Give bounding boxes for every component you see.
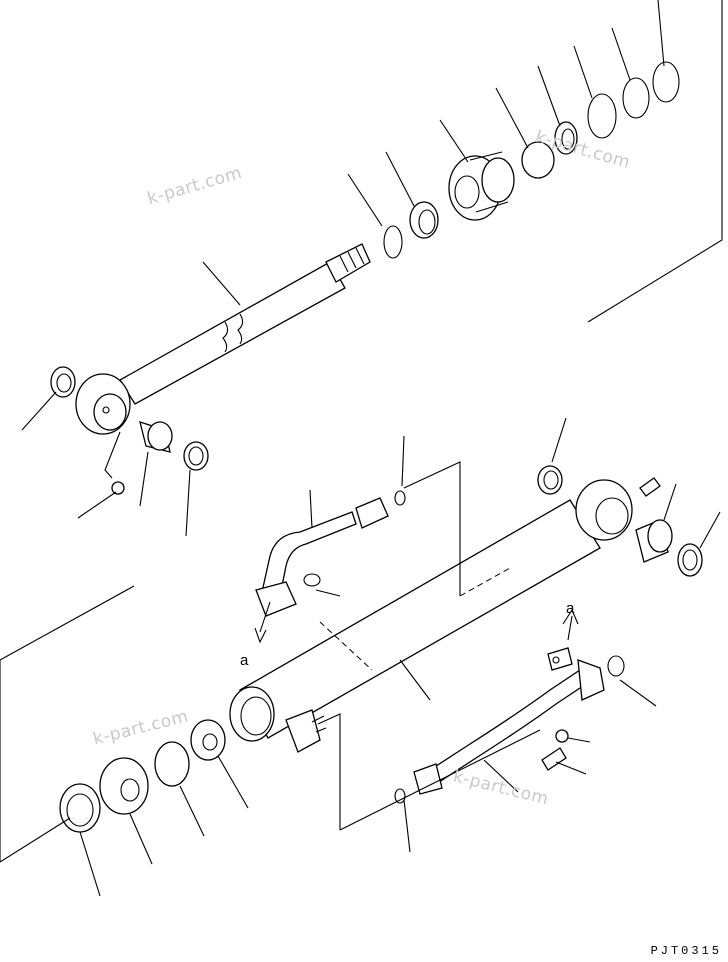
rod-eye-bushings: [50, 366, 209, 495]
hose-lower: [394, 647, 625, 804]
drawing-code: PJT0315: [650, 944, 722, 958]
reference-label-a: a: [240, 652, 249, 669]
connection-lines: [0, 461, 541, 862]
rod-seal-parts: [383, 61, 680, 259]
leader-lines-lower: [0, 417, 721, 897]
hose-upper: [255, 490, 406, 617]
reference-label-a: a: [566, 600, 575, 617]
reference-arrows: [254, 601, 579, 644]
piston-parts: [59, 719, 226, 833]
leader-lines-upper: [21, 0, 723, 537]
piston-rod: [75, 243, 371, 435]
cylinder-tube: [229, 477, 661, 753]
bottom-bushings: [537, 465, 703, 577]
